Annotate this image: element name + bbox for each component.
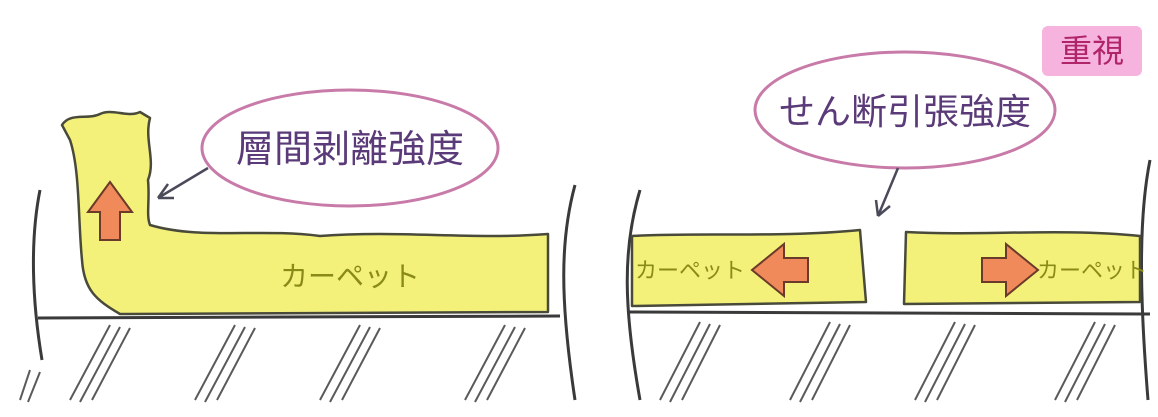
right-carpet-left-piece <box>630 228 868 308</box>
right-panel-shear-strength: せん断引張強度 重視 カーペット カーペット <box>625 26 1152 403</box>
left-floor-edge-left <box>31 189 44 361</box>
left-floor-line <box>37 314 561 320</box>
right-label-bubble <box>753 50 1057 170</box>
left-floor-edge-right <box>562 184 577 401</box>
right-floor-line <box>627 310 1151 316</box>
right-floor-edge-left <box>625 189 642 401</box>
right-carpet-left-label: カーペット <box>635 259 745 284</box>
left-floor-hatching <box>19 324 526 403</box>
left-panel-peel-strength: 層間剥離強度 カーペット <box>19 88 577 403</box>
right-pointer-arrow <box>874 167 900 217</box>
importance-badge-text: 重視 <box>1060 32 1124 70</box>
importance-badge <box>1042 26 1142 76</box>
shear-arrow-right <box>981 241 1040 299</box>
shear-arrow-left <box>750 241 809 299</box>
right-floor-hatching <box>659 321 1116 403</box>
right-carpet-right-label: カーペット <box>1037 259 1147 284</box>
left-label-bubble <box>200 88 500 208</box>
right-floor-edge-right <box>1140 159 1152 401</box>
left-bubble-text: 層間剥離強度 <box>236 127 464 171</box>
right-bubble-text: せん断引張強度 <box>779 92 1031 133</box>
peel-direction-arrow-up <box>86 180 134 241</box>
peeled-carpet <box>60 110 550 316</box>
left-pointer-arrow <box>156 166 209 200</box>
left-carpet-label: カーペット <box>280 260 420 293</box>
